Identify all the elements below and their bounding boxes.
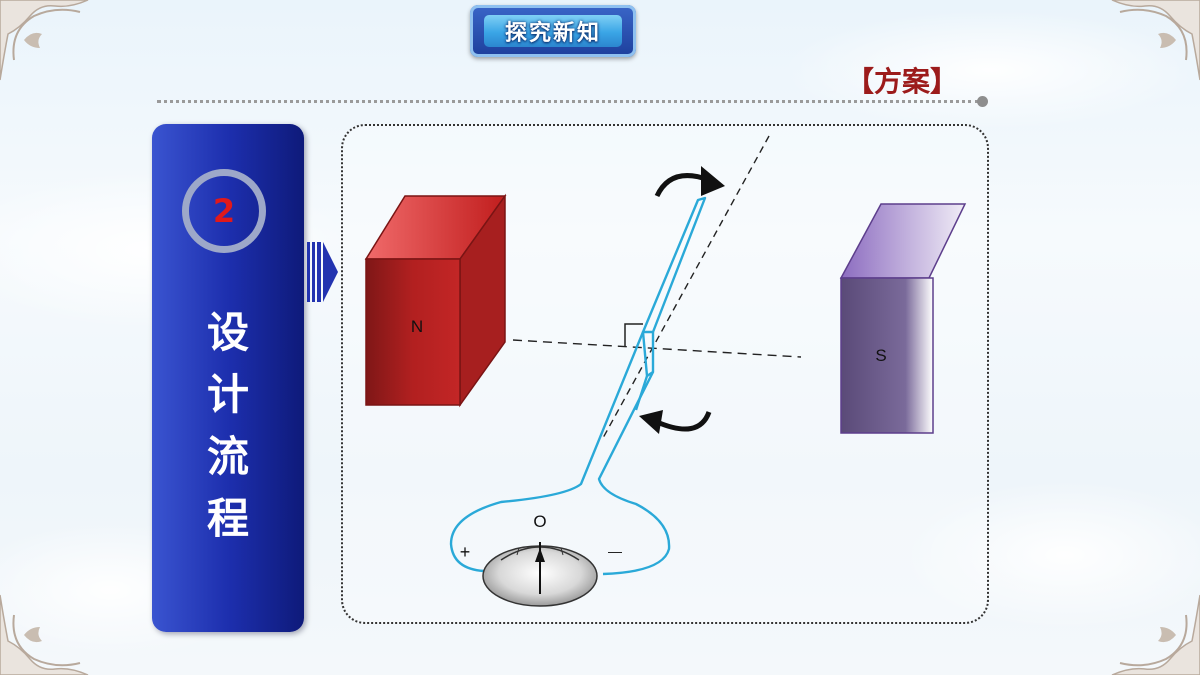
step-heading-char: 流 [206, 432, 249, 481]
meter-zero-label: O [533, 512, 546, 531]
divider-end-dot [977, 96, 988, 107]
meter-plus-label: + [460, 542, 471, 562]
title-badge: 探究新知 [470, 5, 636, 57]
step-heading: 设 计 流 程 [152, 302, 304, 550]
north-magnet [364, 193, 507, 408]
page-title: 探究新知 [484, 15, 622, 47]
section-label: 【方案】 [846, 65, 959, 98]
step-heading-char: 设 [206, 308, 249, 357]
step-side-panel: 2 设 计 流 程 [152, 124, 304, 632]
play-arrow-icon [307, 242, 338, 302]
south-magnet [839, 203, 967, 434]
right-angle-mark [624, 323, 643, 346]
meter-minus-label: — [608, 543, 622, 559]
generator-diagram: N S O + — [364, 135, 967, 607]
corner-ornament-bottom-right [1111, 594, 1200, 675]
background-cloud [900, 480, 1200, 630]
background-cloud [780, 10, 1200, 130]
horizontal-axis [512, 339, 802, 358]
corner-ornament-top-right [1111, 0, 1200, 81]
step-number: 2 [212, 192, 236, 230]
coil-lead-wires [449, 331, 671, 576]
rotation-arrow-bottom-icon [656, 411, 712, 432]
rotation-axis [602, 135, 770, 439]
step-heading-char: 计 [206, 370, 249, 419]
north-magnet-label: N [411, 317, 423, 336]
step-number-ring: 2 [182, 169, 266, 253]
dotted-divider [157, 100, 979, 103]
galvanometer [482, 542, 598, 607]
corner-ornament-top-left [0, 0, 89, 81]
coil-loop [641, 196, 707, 334]
south-magnet-label: S [875, 346, 886, 365]
step-heading-char: 程 [206, 494, 249, 543]
corner-ornament-bottom-left [0, 594, 89, 675]
